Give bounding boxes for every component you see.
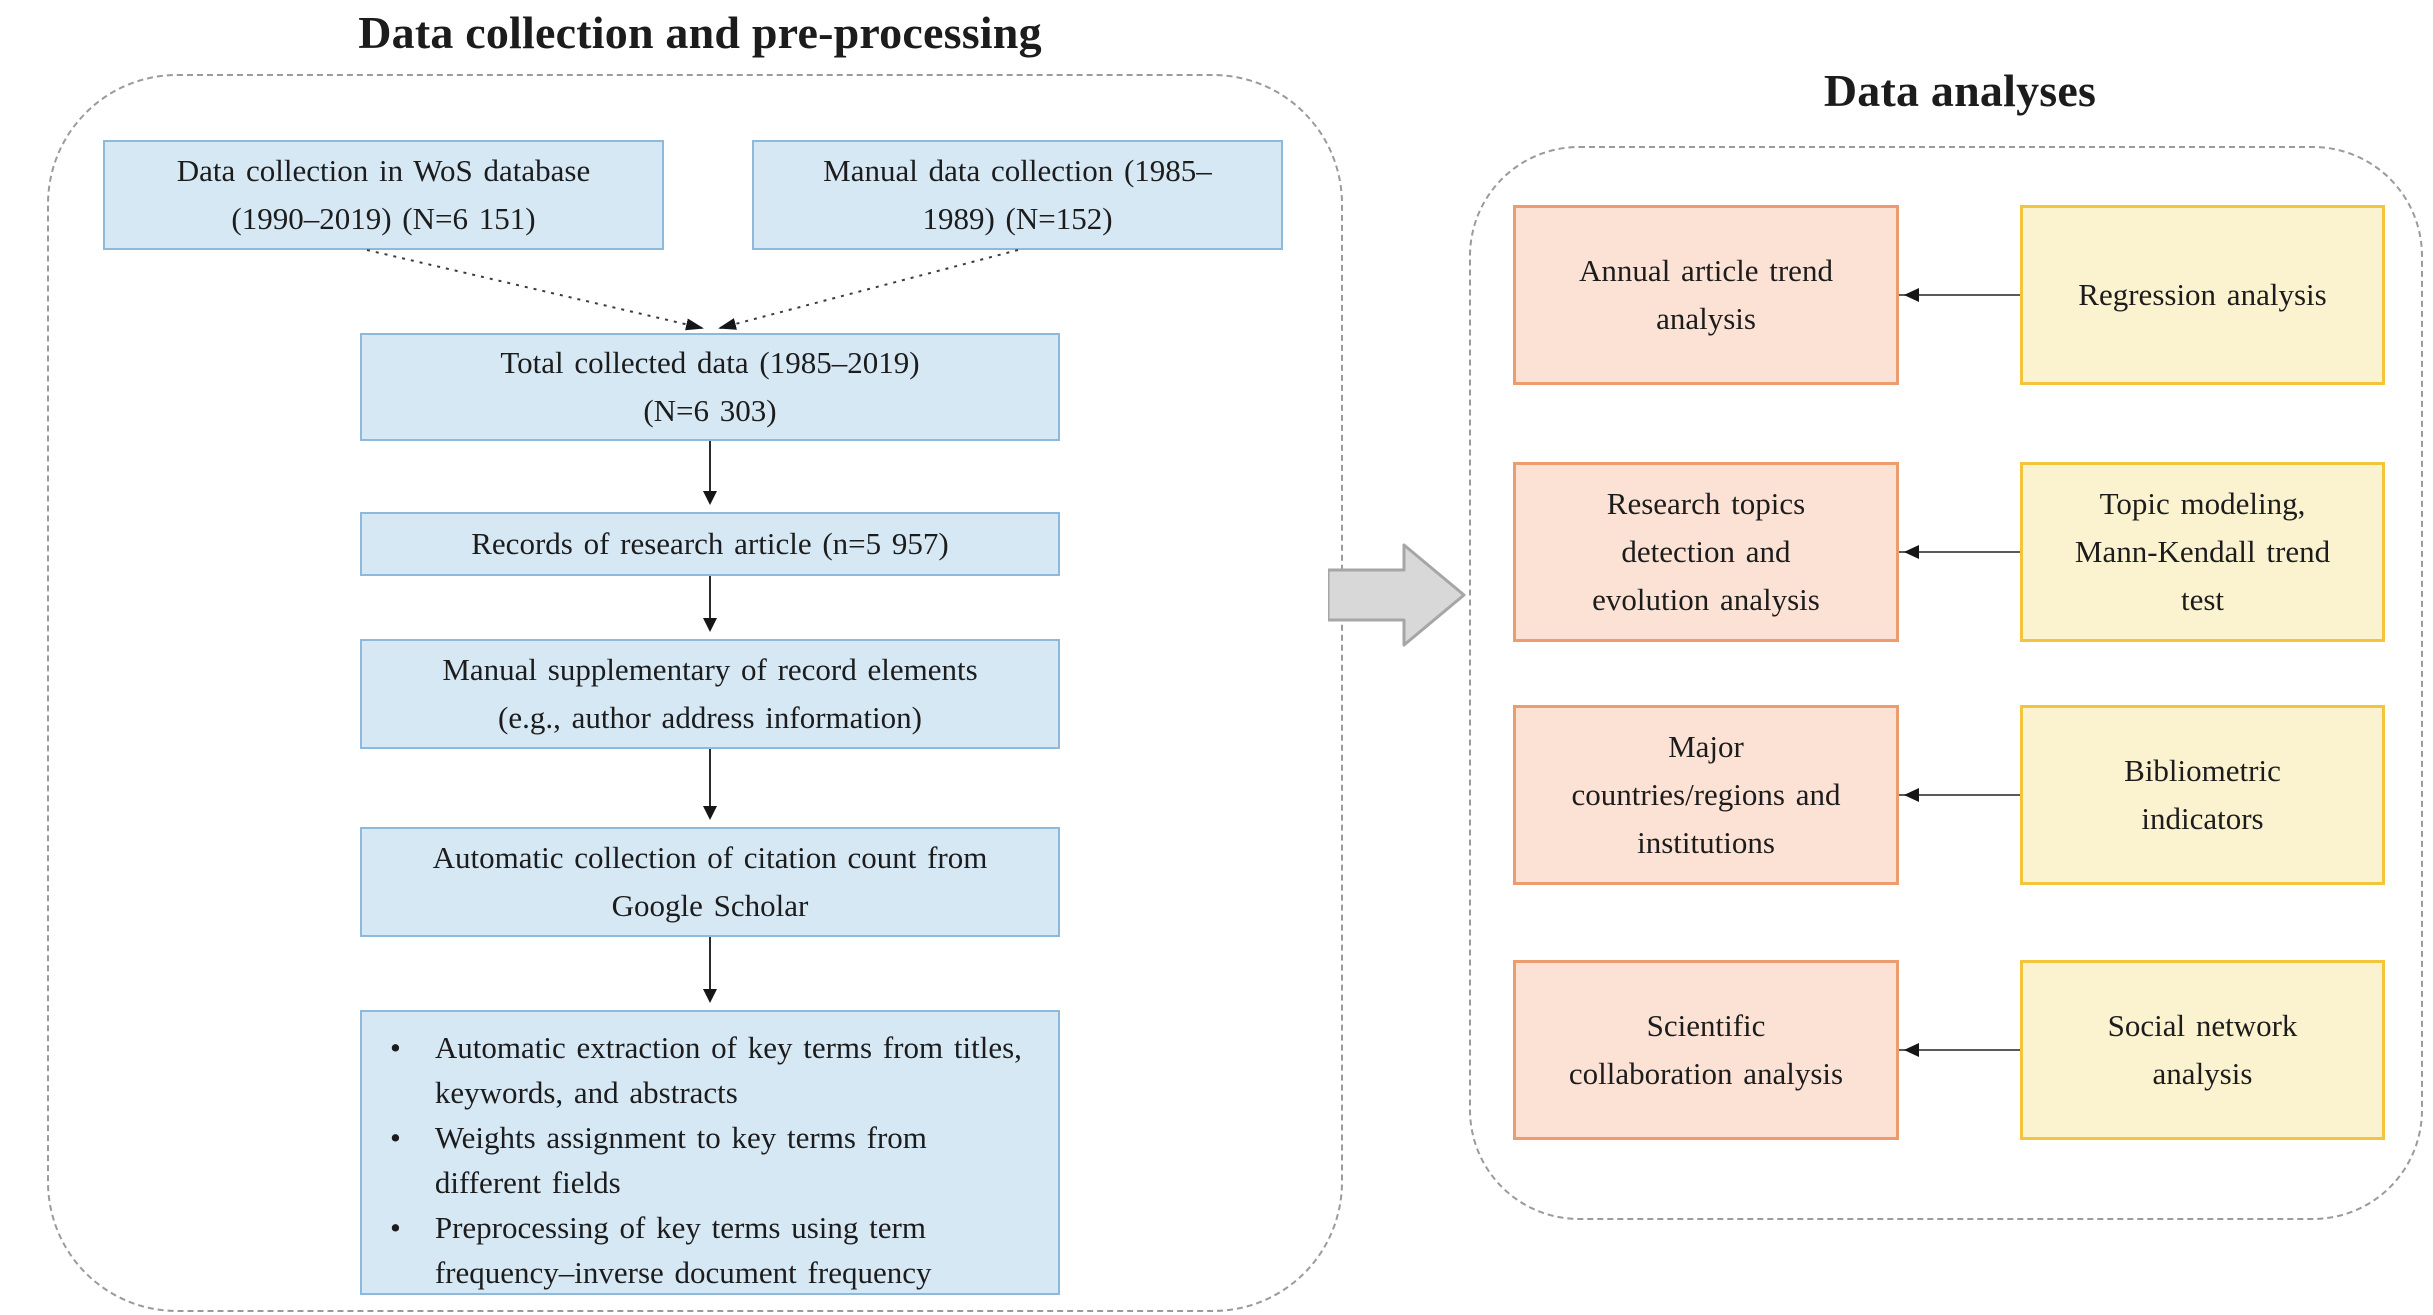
box-scientific-collaboration: Scientific collaboration analysis (1513, 960, 1899, 1140)
arrow-citation-to-keyterms (709, 937, 711, 997)
box-research-topics: Research topics detection and evolution … (1513, 462, 1899, 642)
bullet-text-weights: Weights assignment to key terms from dif… (434, 1119, 927, 1200)
right-panel-container (1469, 146, 2423, 1220)
box-wos-collection-text: Data collection in WoS database (1990–20… (176, 152, 591, 236)
bullet-item-preprocessing: • Preprocessing of key terms using term … (390, 1206, 1036, 1296)
bullet-text-preprocessing: Preprocessing of key terms using term fr… (434, 1209, 932, 1290)
big-transition-arrow-shape (1328, 543, 1466, 647)
arrow-socialnetwork-to-collaboration (1899, 1049, 2020, 1051)
arrow-records-to-supplementary (709, 576, 711, 626)
bullet-text-extraction: Automatic extraction of key terms from t… (434, 1030, 1022, 1110)
bullet-icon: • (390, 1030, 401, 1065)
left-panel-container (47, 74, 1343, 1312)
box-annual-trend-analysis: Annual article trend analysis (1513, 205, 1899, 385)
box-records-text: Records of research article (n=5 957) (471, 525, 949, 561)
merge-arrow-right (718, 249, 1019, 330)
bullet-item-weights: • Weights assignment to key terms from d… (390, 1116, 1036, 1206)
left-panel-title: Data collection and pre-processing (358, 7, 1042, 58)
bullet-item-extraction: • Automatic extraction of key terms from… (390, 1026, 1036, 1116)
arrow-regression-to-annual (1899, 294, 2020, 296)
box-social-network-analysis: Social network analysis (2020, 960, 2385, 1140)
box-major-countries-text: Major countries/regions and institutions (1571, 728, 1841, 861)
box-supplementary-text: Manual supplementary of record elements … (442, 651, 978, 735)
box-citation-count-text: Automatic collection of citation count f… (432, 839, 988, 923)
box-total-collected-text: Total collected data (1985–2019) (N=6 30… (500, 344, 920, 428)
box-bibliometric-indicators-text: Bibliometric indicators (2124, 752, 2281, 836)
box-annual-trend-analysis-text: Annual article trend analysis (1579, 252, 1833, 336)
box-topic-modeling: Topic modeling, Mann-Kendall trend test (2020, 462, 2385, 642)
box-social-network-analysis-text: Social network analysis (2107, 1007, 2298, 1091)
box-regression-analysis-text: Regression analysis (2078, 276, 2327, 312)
bullet-icon: • (390, 1119, 401, 1155)
arrow-bibliometric-to-countries (1899, 794, 2020, 796)
box-regression-analysis: Regression analysis (2020, 205, 2385, 385)
box-topic-modeling-text: Topic modeling, Mann-Kendall trend test (2074, 485, 2331, 618)
big-transition-arrow (1328, 543, 1466, 647)
box-total-collected: Total collected data (1985–2019) (N=6 30… (360, 333, 1060, 441)
bullet-icon: • (390, 1209, 401, 1245)
box-manual-collection: Manual data collection (1985– 1989) (N=1… (752, 140, 1283, 250)
box-wos-collection: Data collection in WoS database (1990–20… (103, 140, 664, 250)
box-major-countries: Major countries/regions and institutions (1513, 705, 1899, 885)
box-key-terms: • Automatic extraction of key terms from… (360, 1010, 1060, 1295)
box-records: Records of research article (n=5 957) (360, 512, 1060, 576)
box-manual-collection-text: Manual data collection (1985– 1989) (N=1… (823, 152, 1212, 236)
merge-arrows (366, 249, 1019, 331)
box-bibliometric-indicators: Bibliometric indicators (2020, 705, 2385, 885)
arrow-supplementary-to-citation (709, 749, 711, 814)
box-research-topics-text: Research topics detection and evolution … (1592, 485, 1820, 618)
arrow-total-to-records (709, 441, 711, 499)
box-citation-count: Automatic collection of citation count f… (360, 827, 1060, 937)
box-supplementary: Manual supplementary of record elements … (360, 639, 1060, 749)
right-panel-title: Data analyses (1823, 65, 2097, 116)
merge-arrow-left (366, 249, 704, 331)
arrow-topicmodeling-to-topics (1899, 551, 2020, 553)
box-scientific-collaboration-text: Scientific collaboration analysis (1568, 1007, 1844, 1091)
